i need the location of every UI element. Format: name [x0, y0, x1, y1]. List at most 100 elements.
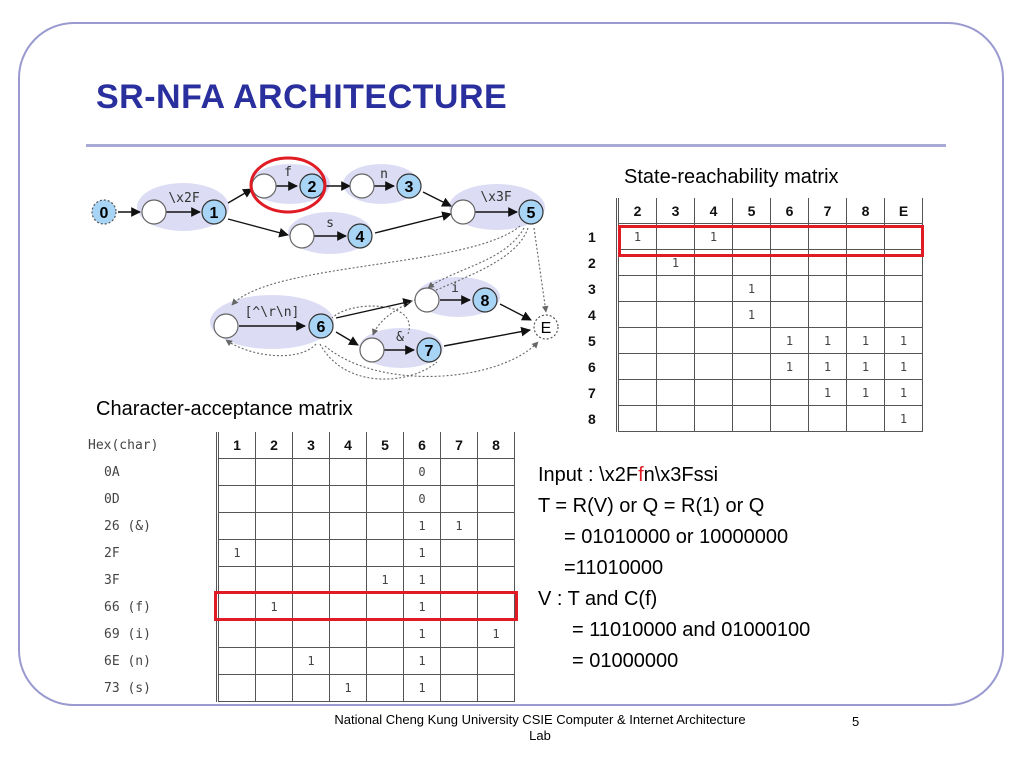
char-matrix-cell: [292, 620, 330, 648]
char-matrix-cell: 1: [440, 512, 478, 540]
footer-text: National Cheng Kung University CSIE Comp…: [334, 712, 746, 743]
char-matrix-cell: [440, 674, 478, 702]
char-matrix-cell: [329, 620, 367, 648]
slide-frame: [18, 22, 1004, 706]
char-matrix-cell: [440, 458, 478, 486]
char-matrix-cell: [366, 647, 404, 675]
state-matrix-cell: 1: [808, 353, 847, 380]
state-matrix-cell: 1: [846, 327, 885, 354]
char-matrix-cell: 1: [403, 593, 441, 621]
input-highlight-char: f: [638, 464, 644, 486]
state-matrix-cell: 1: [732, 301, 771, 328]
state-matrix-label: State-reachability matrix: [624, 166, 839, 188]
char-matrix-cell: [217, 485, 256, 513]
char-matrix-cell: 1: [292, 647, 330, 675]
state-matrix-column-header: 7: [808, 198, 847, 224]
state-matrix-cell: [656, 327, 695, 354]
state-node-8: [472, 287, 498, 313]
slide-title: SR-NFA ARCHITECTURE: [96, 78, 508, 116]
char-matrix-cell: 1: [403, 566, 441, 594]
edge-5-i-start: [427, 227, 525, 289]
char-matrix-cell: [255, 458, 293, 486]
char-matrix-cell: 1: [329, 674, 367, 702]
state-matrix-row-header: 4: [584, 301, 619, 328]
state-matrix-cell: [617, 249, 657, 276]
char-matrix-cell: [477, 674, 515, 702]
state-matrix-cell: [694, 379, 733, 406]
char-matrix-row-header: 26 (&): [88, 512, 219, 540]
char-matrix-cell: [366, 512, 404, 540]
state-matrix-cell: [808, 301, 847, 328]
char-matrix-cell: [366, 620, 404, 648]
highlight-circle-f-transition: [249, 156, 327, 214]
explanation-block: Input : \x2Ffn\x3Fssi T = R(V) or Q = R(…: [538, 460, 810, 677]
char-matrix-cell: 0: [403, 458, 441, 486]
page-number: 5: [852, 714, 860, 729]
state-matrix-column-header: 3: [656, 198, 695, 224]
state-matrix-cell: [617, 327, 657, 354]
state-matrix-cell: [656, 301, 695, 328]
char-matrix-cell: [255, 647, 293, 675]
state-matrix-cell: 1: [808, 379, 847, 406]
input-prefix: Input : \x2F: [538, 464, 639, 486]
edge-3-5: [422, 191, 452, 207]
char-matrix-cell: [217, 674, 256, 702]
state-node-pre5: [450, 199, 476, 225]
char-matrix-cell: [440, 647, 478, 675]
edge-label-f: f: [284, 165, 292, 180]
edge-1-4: [227, 218, 289, 238]
char-matrix-cell: [255, 485, 293, 513]
state-matrix-cell: 1: [884, 327, 923, 354]
state-matrix-cell: 1: [884, 353, 923, 380]
char-matrix-cell: [440, 593, 478, 621]
state-matrix-cell: 1: [884, 379, 923, 406]
state-label-1: 1: [210, 205, 219, 222]
char-matrix-cell: [329, 566, 367, 594]
state-node-0: [91, 199, 117, 225]
edge-label-amp: &: [396, 330, 404, 345]
state-matrix-column-header: 6: [770, 198, 809, 224]
char-matrix-cell: [292, 458, 330, 486]
char-matrix-column-header: 1: [217, 432, 256, 459]
state-label-0: 0: [100, 205, 109, 222]
state-node-pre7: [359, 337, 385, 363]
state-label-6: 6: [317, 319, 326, 336]
state-matrix-cell: 1: [884, 405, 923, 432]
edge-label-n: n: [380, 167, 388, 182]
group-ellipse-class: [210, 295, 334, 349]
char-matrix-cell: 1: [217, 539, 256, 567]
explain-line-v-result: = 01000000: [572, 650, 679, 672]
char-matrix-column-header: 2: [255, 432, 293, 459]
char-matrix-column-header: 3: [292, 432, 330, 459]
char-matrix-cell: [477, 593, 515, 621]
char-matrix-cell: [440, 539, 478, 567]
state-matrix-cell: [617, 405, 657, 432]
char-matrix-cell: [366, 485, 404, 513]
edge-label-i: i: [451, 281, 459, 296]
edge-5-amp-start: [372, 227, 529, 336]
char-matrix-row-header: 2F: [88, 539, 219, 567]
state-matrix-cell: [694, 327, 733, 354]
state-matrix-cell: [732, 405, 771, 432]
state-matrix-cell: 1: [846, 379, 885, 406]
explain-line-v-value: = 11010000 and 01000100: [572, 619, 811, 641]
char-matrix-cell: 1: [403, 647, 441, 675]
title-divider: [86, 144, 946, 147]
state-matrix-cell: [656, 405, 695, 432]
edge-1-2: [227, 188, 253, 204]
char-matrix-cell: [477, 566, 515, 594]
state-matrix-cell: [732, 327, 771, 354]
input-suffix: n\x3Fssi: [643, 464, 719, 486]
edge-6-8: [335, 298, 413, 319]
char-matrix-cell: [255, 566, 293, 594]
edge-6-7: [335, 331, 359, 346]
state-label-e: E: [541, 320, 552, 337]
state-matrix-cell: [732, 353, 771, 380]
state-node-pre6: [213, 313, 239, 339]
state-node-pre1: [141, 199, 167, 225]
state-matrix-cell: [846, 301, 885, 328]
